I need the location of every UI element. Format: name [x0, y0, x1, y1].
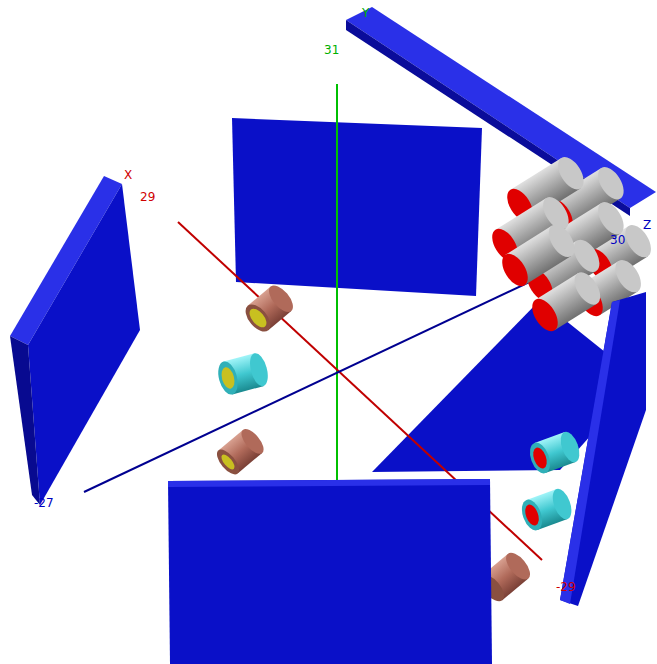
panel: [168, 479, 490, 487]
y-axis: [336, 84, 338, 482]
cylinder: [213, 425, 268, 478]
panel: [10, 336, 40, 505]
panel: [168, 479, 492, 664]
axis-label: -29: [556, 580, 576, 594]
axis-label: X: [124, 168, 132, 182]
panel: [560, 300, 620, 604]
axis-label: 29: [140, 190, 155, 204]
axis-label: 31: [324, 43, 339, 57]
panel: [232, 118, 482, 296]
cylinder: [215, 351, 271, 397]
z-axis: [84, 244, 610, 492]
axis-label: 30: [610, 233, 625, 247]
axis-label: -27: [34, 496, 54, 510]
cylinder: [241, 281, 298, 336]
axis-label: Z: [643, 218, 651, 232]
panel: [28, 184, 140, 505]
cylinder: [518, 486, 575, 533]
panel: [560, 292, 646, 606]
cylinder: [526, 429, 583, 476]
axis-label: Y: [362, 6, 369, 20]
panel: [346, 7, 656, 208]
